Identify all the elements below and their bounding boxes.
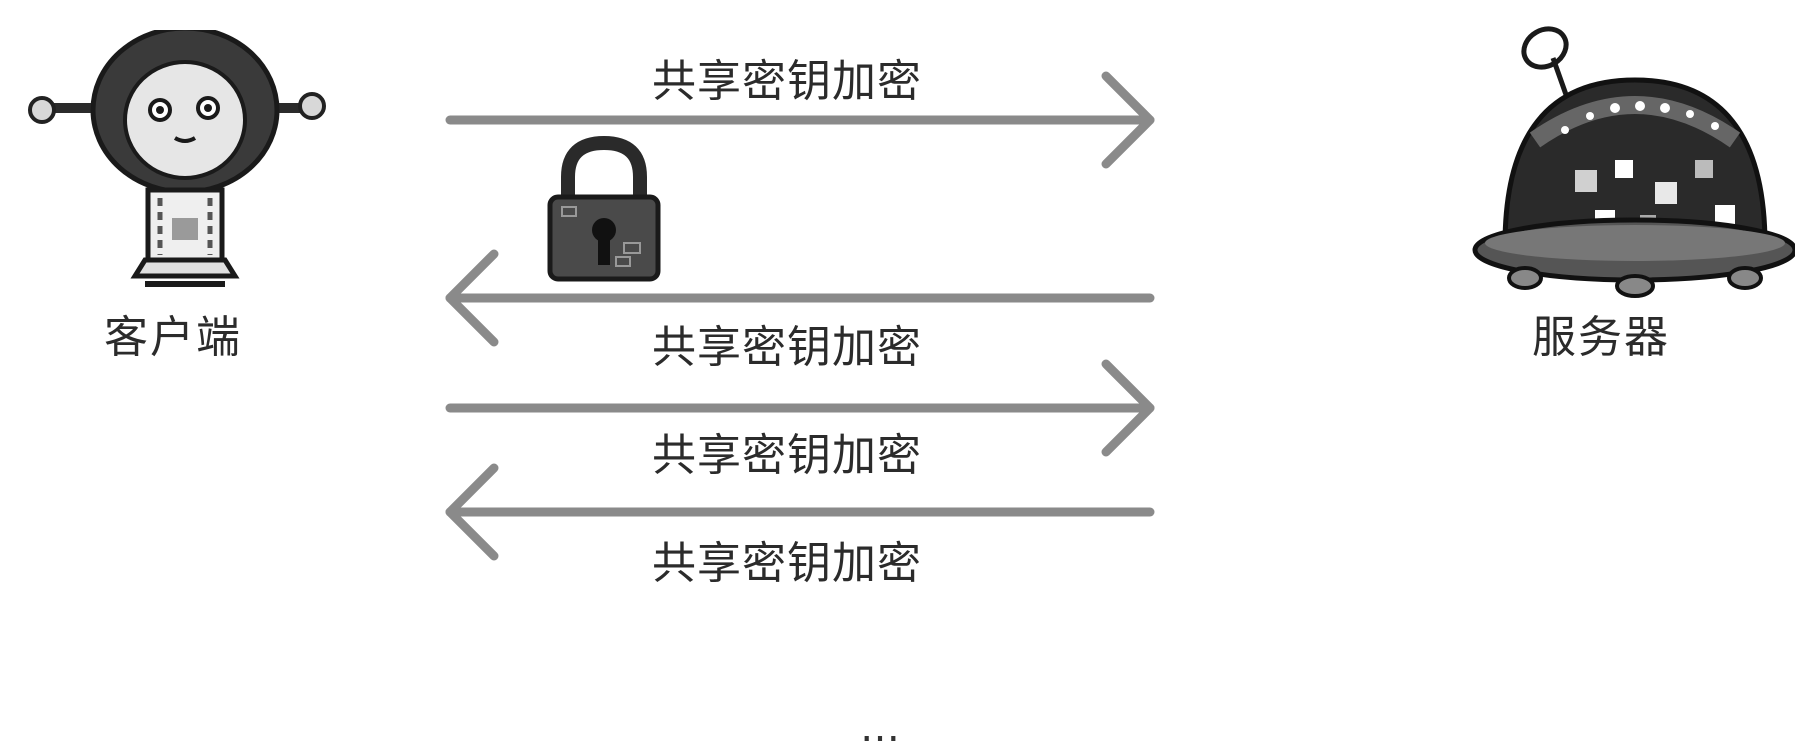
message-arrow xyxy=(445,463,1155,561)
diagram-canvas: 客户端 服务器 共享密钥加密 共享密钥加密 共享密钥加密 共享密钥加密 … xyxy=(28,26,1795,748)
ellipsis: … xyxy=(860,705,902,751)
message-label: 共享密钥加密 xyxy=(652,322,922,373)
robot-client-icon xyxy=(28,30,326,287)
server-label: 服务器 xyxy=(1532,312,1670,363)
message-arrows xyxy=(445,71,1155,561)
message-label: 共享密钥加密 xyxy=(652,538,922,589)
robot-server-icon xyxy=(1472,26,1795,298)
message-arrow xyxy=(445,71,1155,169)
client-label: 客户端 xyxy=(104,312,242,363)
message-arrow xyxy=(445,359,1155,457)
message-label: 共享密钥加密 xyxy=(652,430,922,481)
message-arrow xyxy=(445,249,1155,347)
message-label: 共享密钥加密 xyxy=(652,56,922,107)
padlock-icon xyxy=(547,135,661,282)
